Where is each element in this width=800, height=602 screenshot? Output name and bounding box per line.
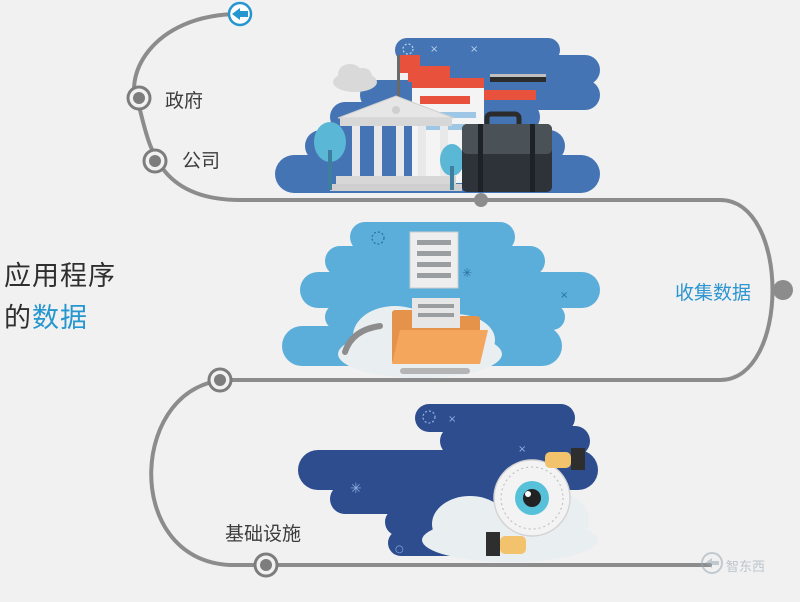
node-middle-left bbox=[207, 367, 233, 393]
label-collect-data: 收集数据 bbox=[675, 282, 752, 304]
tree-icon bbox=[314, 122, 464, 190]
label-infrastructure: 基础设施 bbox=[225, 523, 302, 545]
start-arrow-icon bbox=[227, 1, 253, 27]
svg-text:○: ○ bbox=[395, 544, 404, 555]
middle-illustration: × ✳ bbox=[282, 222, 600, 378]
title-accent: 数据 bbox=[32, 303, 88, 334]
document-icon bbox=[409, 231, 459, 289]
folder-icon bbox=[392, 298, 488, 374]
svg-text:×: × bbox=[560, 290, 568, 301]
bottom-illustration: × × ✳ ○ bbox=[298, 404, 598, 562]
title-prefix: 的 bbox=[4, 303, 32, 334]
svg-text:×: × bbox=[448, 414, 456, 425]
node-infrastructure bbox=[253, 552, 279, 578]
svg-text:×: × bbox=[518, 444, 526, 455]
node-company bbox=[142, 148, 168, 174]
svg-text:×: × bbox=[470, 44, 478, 55]
watermark-text: 智东西 bbox=[726, 560, 766, 575]
label-government: 政府 bbox=[165, 90, 204, 112]
node-government bbox=[126, 85, 152, 111]
title-line-1: 应用程序 bbox=[4, 261, 116, 292]
cloud-icon bbox=[333, 64, 377, 92]
watermark-logo bbox=[701, 552, 723, 574]
briefcase-icon bbox=[462, 111, 552, 192]
eye-icon bbox=[493, 459, 571, 537]
label-company: 公司 bbox=[182, 150, 221, 172]
svg-text:✳: ✳ bbox=[350, 481, 362, 497]
svg-text:×: × bbox=[430, 44, 438, 55]
svg-text:✳: ✳ bbox=[462, 266, 472, 280]
node-top-center bbox=[474, 193, 488, 207]
title-line-2: 的数据 bbox=[4, 296, 88, 335]
top-illustration: × × bbox=[275, 38, 600, 193]
node-collect-data bbox=[773, 280, 793, 300]
